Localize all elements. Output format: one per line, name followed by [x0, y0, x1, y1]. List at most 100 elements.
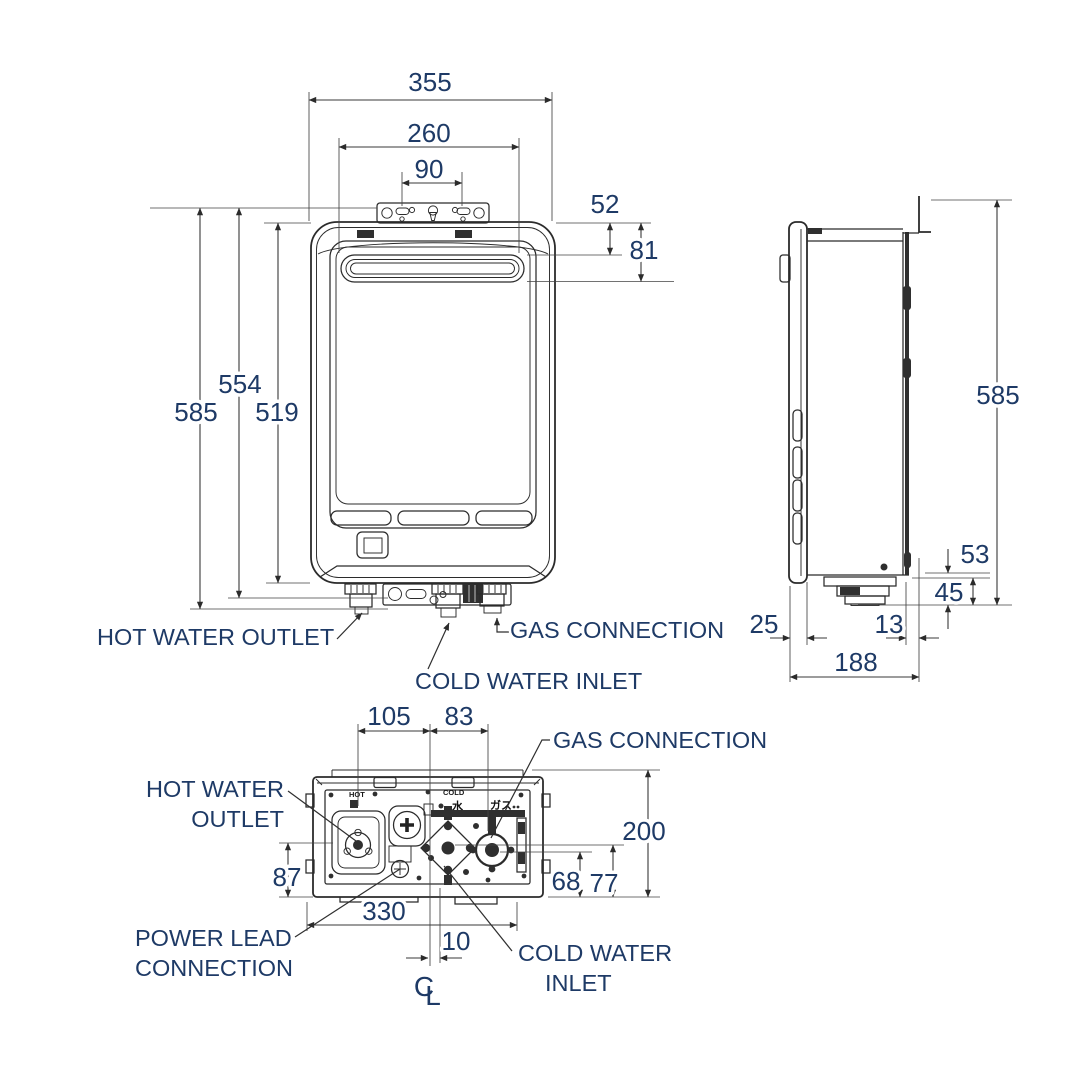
dim-bottom-depth: 200 — [622, 816, 665, 846]
label-bottom-cold-water-2: INLET — [545, 970, 612, 996]
front-display-window-inner — [363, 537, 383, 554]
front-louvre-left — [330, 510, 392, 526]
bottom-view: HOT COLD 水 ガス — [133, 698, 770, 1012]
front-display-window — [356, 531, 389, 559]
label-gas-connection: GAS CONNECTION — [510, 617, 724, 643]
bottom-clip-right — [451, 776, 475, 789]
bracket-keyhole — [427, 205, 439, 216]
bracket-hole-right — [473, 207, 485, 219]
dim-side-overall-height: 585 — [976, 380, 1019, 410]
label-bottom-gas-connection: GAS CONNECTION — [553, 727, 767, 753]
bottom-rail — [431, 810, 525, 817]
dim-bottom-outlet-depth: 87 — [273, 862, 302, 892]
leader-bottom-gas — [490, 739, 550, 839]
cold-water-inlet-fitting — [431, 583, 464, 618]
side-view: 585 53 45 25 13 188 — [746, 196, 1023, 682]
bottom-body-outline — [312, 776, 544, 898]
front-case-outline — [310, 221, 556, 584]
label-bottom-hot-water-1: HOT WATER — [146, 776, 284, 802]
dim-front-flue-width: 260 — [407, 118, 450, 148]
front-bracket-tab-right — [455, 230, 472, 238]
side-wall-line — [918, 196, 931, 233]
side-top-hook — [808, 228, 822, 234]
marking-water-kanji: 水 — [452, 799, 464, 813]
dim-front-case-height: 519 — [255, 397, 298, 427]
dim-front-flue-bottom-offset: 81 — [630, 235, 659, 265]
side-louvre-1 — [792, 409, 803, 442]
bottom-screws — [328, 789, 527, 883]
bracket-slot-right — [456, 207, 471, 215]
bottom-tab — [305, 859, 315, 874]
dim-side-13: 13 — [875, 609, 904, 639]
front-door-panel-inner — [335, 246, 531, 505]
valve-knurl — [463, 584, 483, 603]
dim-bottom-inlet-depth: 77 — [590, 868, 619, 898]
label-hot-water-outlet: HOT WATER OUTLET — [97, 624, 334, 650]
label-bottom-hot-water-2: OUTLET — [191, 806, 284, 832]
dim-front-bracket-slots: 90 — [415, 154, 444, 184]
side-louvre-4 — [792, 512, 803, 545]
front-mounting-bracket — [376, 202, 490, 224]
front-view: 355 260 90 52 81 585 554 519 HOT WATER O… — [95, 64, 727, 697]
front-bottom-skirt — [319, 565, 547, 578]
bottom-hot-water-outlet-assembly — [331, 810, 386, 875]
front-door-panel — [329, 240, 537, 529]
leader-power-lead — [294, 868, 401, 938]
front-vent-slot-inner — [350, 262, 515, 275]
dim-front-body-height: 554 — [218, 369, 261, 399]
dim-bottom-inlet-offset: 10 — [442, 926, 471, 956]
label-cold-water-inlet: COLD WATER INLET — [415, 668, 642, 694]
front-bottom-fittings — [344, 583, 512, 618]
label-bottom-cold-water-1: COLD WATER — [518, 940, 672, 966]
centreline-symbol: C L — [414, 971, 441, 1011]
front-louvre-centre — [397, 510, 470, 526]
bottom-top-plate — [331, 769, 524, 777]
dim-bottom-centre-to-gas: 83 — [445, 701, 474, 731]
leader-hot-water-outlet — [336, 612, 363, 640]
leader-gas-connection — [493, 617, 510, 633]
front-bracket-tab-left — [357, 230, 374, 238]
side-front-panel — [788, 221, 808, 584]
bottom-gas-connection-assembly — [469, 817, 515, 873]
dim-front-flue-top-offset: 52 — [591, 189, 620, 219]
front-vent-slot-mid — [345, 259, 520, 278]
bottom-tab — [541, 793, 551, 808]
dim-bottom-mounting-width: 330 — [362, 896, 405, 926]
label-power-lead-2: CONNECTION — [135, 955, 293, 981]
dim-bottom-outlet-to-centre: 105 — [367, 701, 410, 731]
bottom-clip-left — [373, 776, 397, 789]
side-louvre-2 — [792, 446, 803, 479]
bracket-hole-left — [381, 207, 393, 219]
side-bottom-fittings — [823, 563, 897, 606]
side-body-outline — [807, 228, 909, 576]
dim-front-overall-height: 585 — [174, 397, 217, 427]
hot-water-outlet-fitting — [344, 583, 377, 615]
svg-text:C: C — [414, 971, 434, 1002]
dim-side-45: 45 — [935, 577, 964, 607]
front-vent-slot-outer — [340, 254, 525, 283]
side-back-face — [905, 232, 909, 575]
front-case-inner-line — [316, 227, 550, 578]
bottom-relief-valve — [388, 805, 426, 863]
dim-side-depth: 188 — [834, 647, 877, 677]
dim-side-53: 53 — [961, 539, 990, 569]
front-top-face-edge — [317, 242, 549, 255]
dim-side-25: 25 — [750, 609, 779, 639]
gas-connection-fitting — [476, 583, 507, 614]
label-power-lead-1: POWER LEAD — [135, 925, 292, 951]
marking-hot: HOT — [349, 790, 365, 799]
marking-cold: COLD — [443, 788, 465, 797]
front-louvre-right — [475, 510, 533, 526]
leader-cold-water-inlet — [427, 622, 450, 670]
bottom-tab — [541, 859, 551, 874]
hot-marking-icon — [350, 800, 358, 808]
side-front-tab — [779, 254, 791, 283]
dim-front-overall-width: 355 — [408, 67, 451, 97]
svg-text:L: L — [425, 980, 441, 1011]
bracket-slot-left — [395, 207, 410, 215]
leader-bottom-cold-water — [443, 865, 513, 952]
leader-bottom-hot-water — [287, 790, 357, 842]
bottom-edge-steps — [339, 897, 498, 905]
